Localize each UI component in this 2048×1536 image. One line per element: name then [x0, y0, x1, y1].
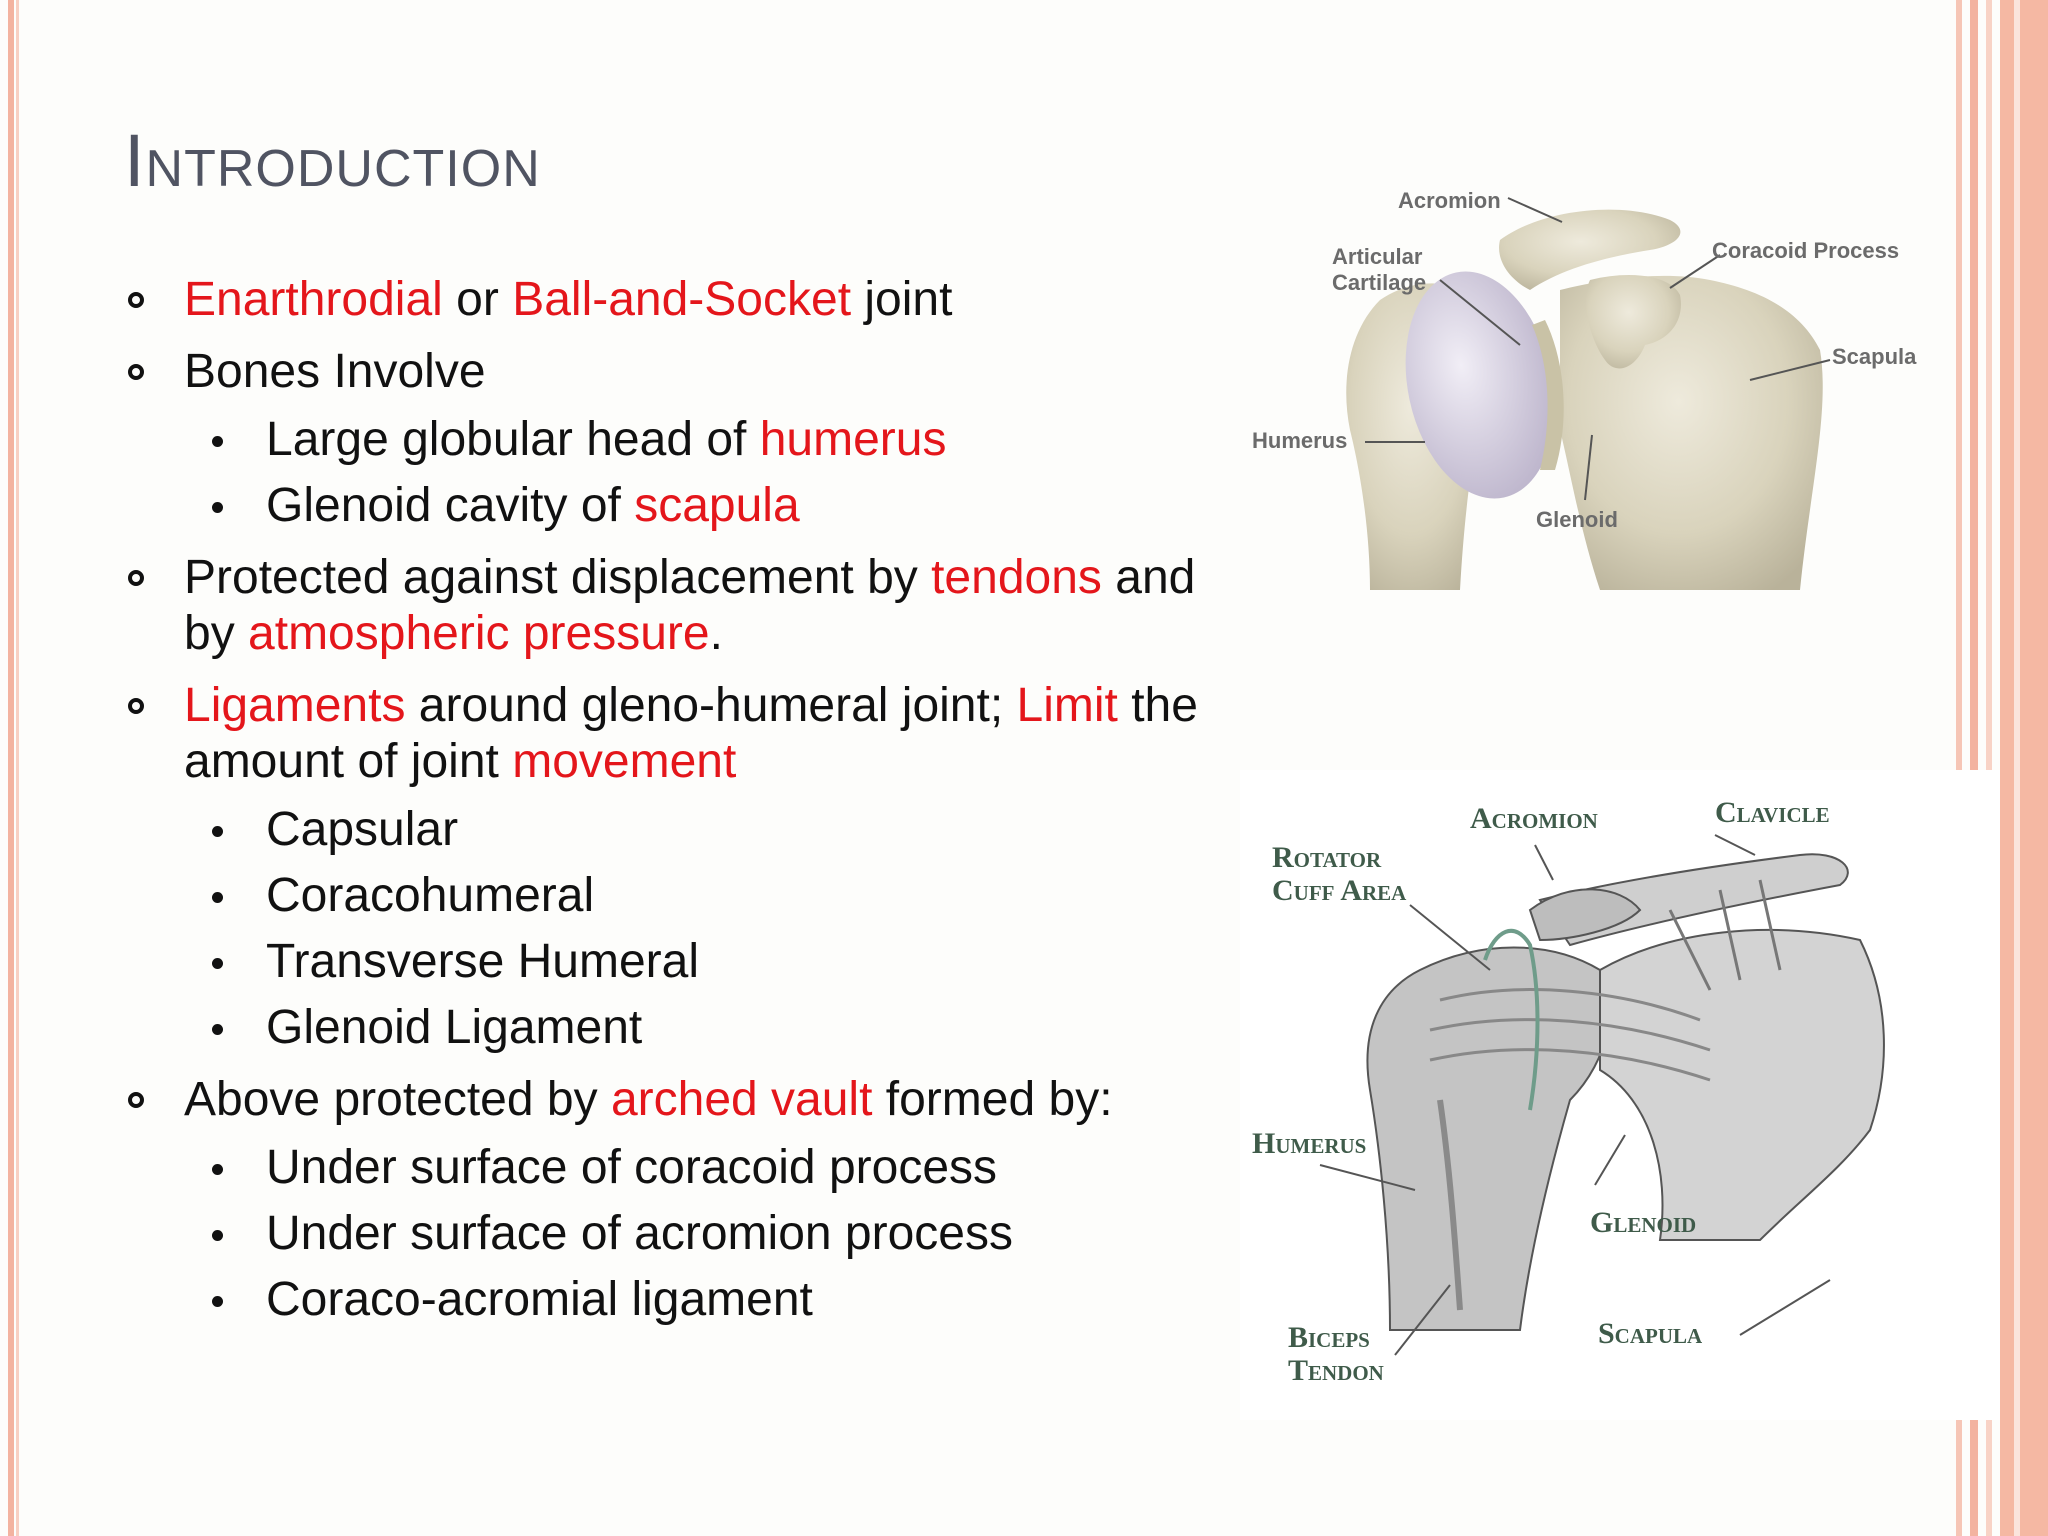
bullet-text: or: [442, 273, 513, 326]
label-humerus-2: Humerus: [1252, 1127, 1366, 1160]
bullet-text: Coraco-acromial ligament: [266, 1273, 813, 1326]
left-decorative-stripe: [0, 0, 24, 1536]
bullet-text: Protected against displacement by: [184, 551, 932, 604]
highlighted-term: atmospheric pressure: [248, 607, 710, 660]
sub-bullet-item: Glenoid Ligament: [124, 1000, 1204, 1056]
bullet-text: Transverse Humeral: [266, 935, 700, 988]
bullet-item: Enarthrodial or Ball-and-Socket joint: [124, 272, 1204, 328]
bullet-text: Glenoid cavity of: [266, 479, 635, 532]
label-coracoid-process: Coracoid Process: [1712, 238, 1899, 263]
slide-title: Introduction: [124, 119, 541, 202]
label-cartilage: Cartilage: [1332, 270, 1426, 295]
right-decorative-bars: [1956, 0, 2048, 1536]
dot-bullet-icon: [212, 436, 223, 447]
highlighted-term: arched vault: [610, 1073, 873, 1126]
bullet-text: .: [709, 607, 723, 660]
dot-bullet-icon: [212, 826, 223, 837]
bullet-text: Capsular: [266, 803, 459, 856]
bullet-text: Under surface of coracoid process: [266, 1141, 998, 1194]
sub-bullet-item: Capsular: [124, 802, 1204, 858]
bullet-item: Protected against displacement by tendon…: [124, 550, 1204, 662]
dot-bullet-icon: [212, 1296, 223, 1307]
dot-bullet-icon: [212, 1230, 223, 1241]
label-acromion: Acromion: [1398, 188, 1501, 213]
dot-bullet-icon: [212, 1164, 223, 1175]
label-rotator: Rotator: [1272, 841, 1382, 874]
hollow-bullet-icon: [128, 570, 144, 586]
label-glenoid-2: Glenoid: [1590, 1206, 1696, 1239]
sub-bullet-item: Under surface of acromion process: [124, 1206, 1204, 1262]
hollow-bullet-icon: [128, 292, 144, 308]
hollow-bullet-icon: [128, 1092, 144, 1108]
bullet-text: Above protected by: [184, 1073, 611, 1126]
bullet-text: around gleno-humeral joint;: [405, 679, 1017, 732]
bullet-text: joint: [851, 273, 953, 326]
label-articular: Articular: [1332, 244, 1423, 269]
shoulder-bones-figure: Acromion Articular Cartilage Coracoid Pr…: [1240, 170, 1940, 630]
highlighted-term: scapula: [634, 479, 800, 532]
bullet-text: Glenoid Ligament: [266, 1001, 643, 1054]
sub-bullet-item: Coracohumeral: [124, 868, 1204, 924]
label-clavicle: Clavicle: [1715, 796, 1830, 829]
highlighted-term: tendons: [931, 551, 1102, 604]
highlighted-term: Ball-and-Socket: [512, 273, 852, 326]
dot-bullet-icon: [212, 1024, 223, 1035]
bullet-text: Large globular head of: [266, 413, 760, 466]
label-tendon: Tendon: [1288, 1354, 1384, 1387]
bullet-text: Bones Involve: [184, 345, 486, 398]
bullet-text: and by: [184, 551, 1196, 660]
bullet-text: formed by:: [872, 1073, 1113, 1126]
sub-bullet-item: Large globular head of humerus: [124, 412, 1204, 468]
bullet-text: Coracohumeral: [266, 869, 595, 922]
label-cuff-area: Cuff Area: [1272, 874, 1407, 907]
sub-bullet-item: Glenoid cavity of scapula: [124, 478, 1204, 534]
label-acromion-2: Acromion: [1470, 802, 1598, 835]
hollow-bullet-icon: [128, 698, 144, 714]
label-biceps: Biceps: [1288, 1321, 1370, 1354]
sub-bullet-item: Under surface of coracoid process: [124, 1140, 1204, 1196]
shoulder-ligaments-figure: Acromion Clavicle Rotator Cuff Area Hume…: [1240, 770, 2000, 1420]
bullet-text: the amount of joint: [184, 679, 1198, 788]
bullet-item: Ligaments around gleno-humeral joint; Li…: [124, 678, 1204, 1056]
bullet-item: Above protected by arched vault formed b…: [124, 1072, 1204, 1328]
bullet-text: Under surface of acromion process: [266, 1207, 1013, 1260]
dot-bullet-icon: [212, 502, 223, 513]
dot-bullet-icon: [212, 958, 223, 969]
dot-bullet-icon: [212, 892, 223, 903]
highlighted-term: Enarthrodial: [184, 273, 443, 326]
label-humerus: Humerus: [1252, 428, 1347, 453]
sub-bullet-item: Coraco-acromial ligament: [124, 1272, 1204, 1328]
label-scapula: Scapula: [1832, 344, 1917, 369]
highlighted-term: movement: [512, 735, 737, 788]
hollow-bullet-icon: [128, 364, 144, 380]
label-glenoid: Glenoid: [1536, 507, 1618, 532]
highlighted-term: Ligaments: [184, 679, 406, 732]
sub-bullet-item: Transverse Humeral: [124, 934, 1204, 990]
label-scapula-2: Scapula: [1598, 1317, 1703, 1350]
highlighted-term: Limit: [1016, 679, 1118, 732]
highlighted-term: humerus: [759, 413, 947, 466]
